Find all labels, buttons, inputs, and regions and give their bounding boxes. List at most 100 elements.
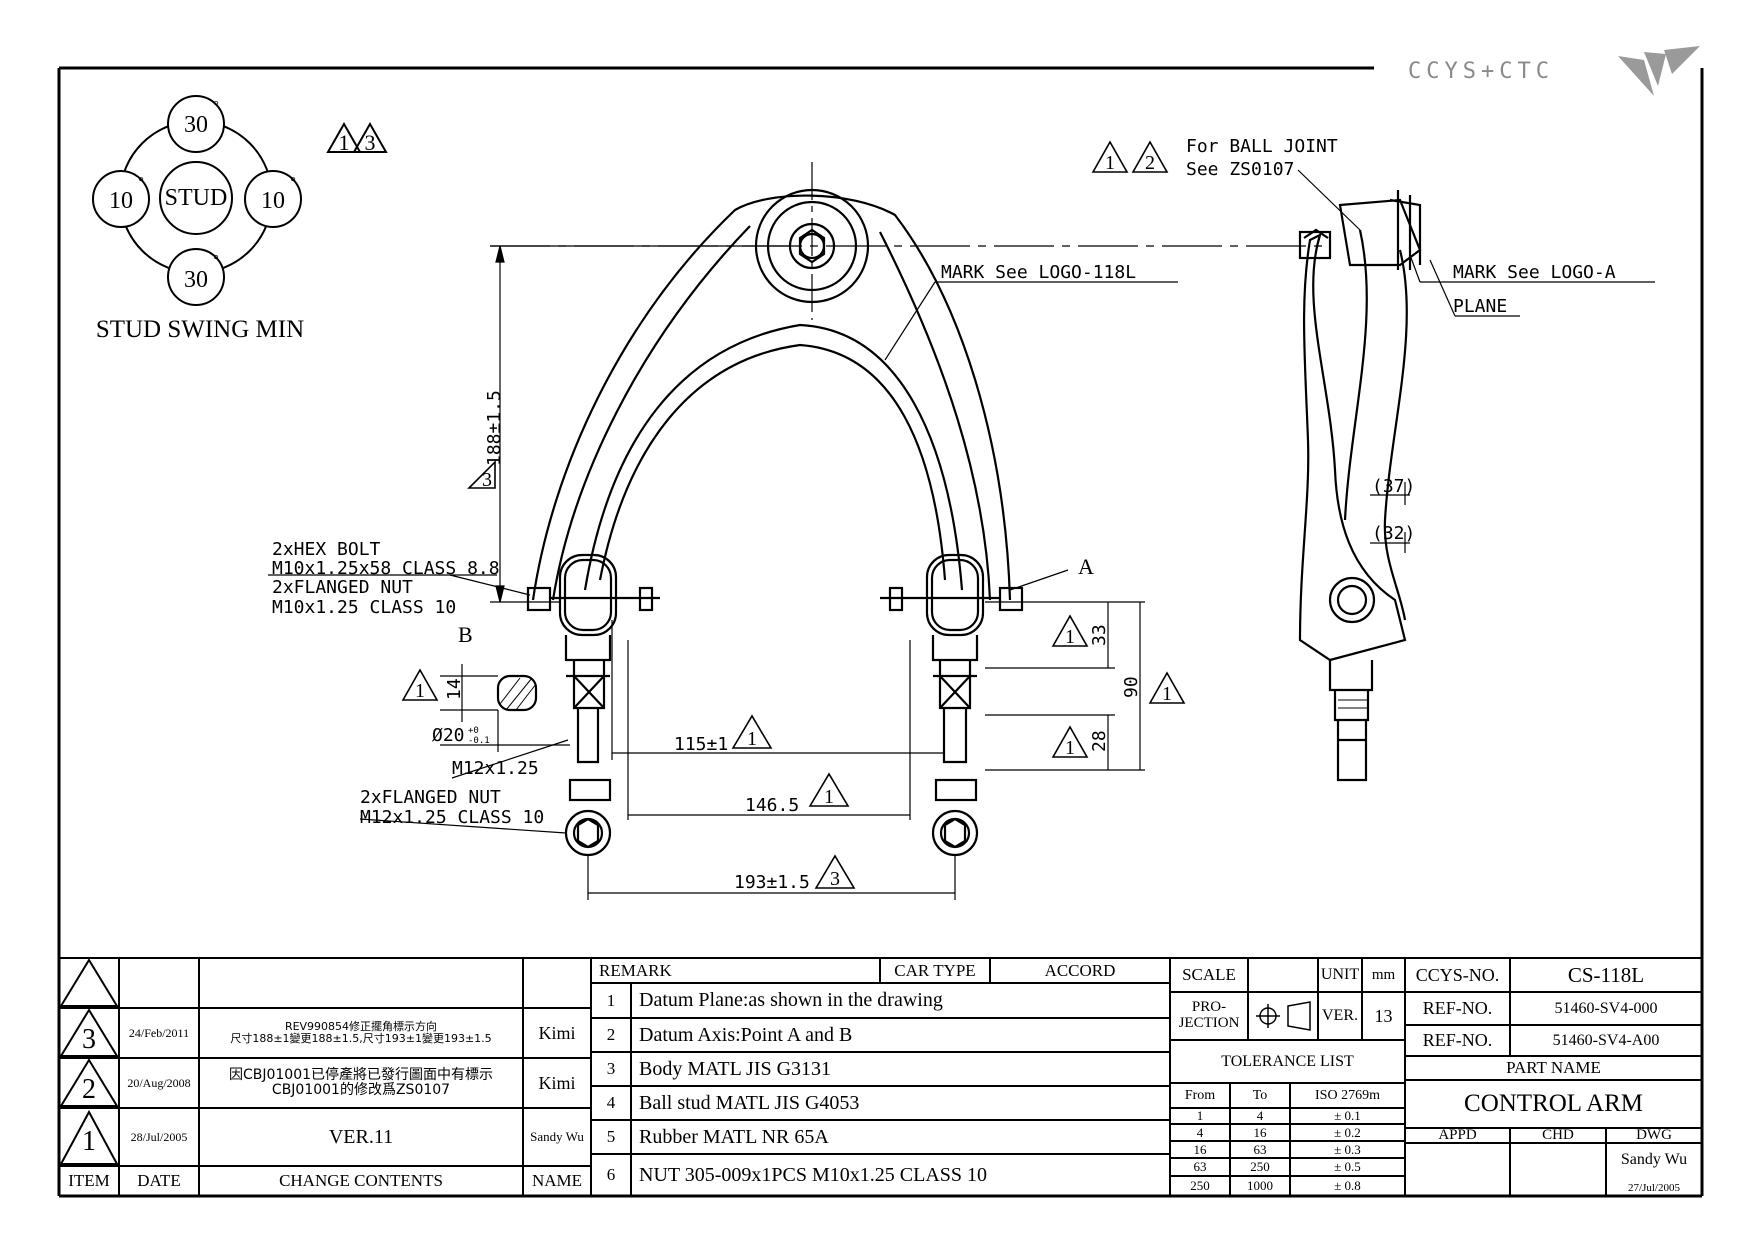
remark-text-4: Ball stud MATL JIS G4053 <box>639 1091 860 1114</box>
note-nut-m12-2: M12x1.25 CLASS 10 <box>360 807 544 828</box>
dim-115: 115±1 <box>674 734 728 755</box>
note-flanged-nut-2: M10x1.25 CLASS 10 <box>272 597 456 618</box>
rev-triangles-drawing <box>401 140 1186 889</box>
point-a-label: A <box>1078 554 1094 579</box>
unit-value: mm <box>1371 966 1396 983</box>
ball-joint-rev-1: 1 <box>1105 152 1115 174</box>
ref-label-2: REF-NO. <box>1422 1030 1493 1050</box>
rev-triangle-swing-3: 3 <box>352 121 388 155</box>
dim-90: 90 <box>1121 676 1142 698</box>
tol-from-5: 250 <box>1190 1177 1210 1193</box>
tol-value-1: ± 0.1 <box>1334 1108 1361 1123</box>
swing-right: 10 <box>261 188 285 214</box>
note-mark-side: MARK See LOGO-A <box>1453 262 1616 283</box>
logo-emblem-icon <box>1618 46 1700 96</box>
point-b-label: B <box>458 622 473 647</box>
company-logo: CCYS+CTC <box>1408 46 1700 96</box>
ref-number-1: 51460-SV4-000 <box>1554 999 1658 1017</box>
remark-text-6: NUT 305-009x1PCS M10x1.25 CLASS 10 <box>639 1163 988 1186</box>
remark-no-4: 4 <box>606 1093 616 1112</box>
note-flanged-nut-1: 2xFLANGED NUT <box>272 577 413 598</box>
degree-mark-left: ° <box>138 175 144 190</box>
rev-header-change: CHANGE CONTENTS <box>279 1171 443 1190</box>
remark-text-2: Datum Axis:Point A and B <box>639 1023 853 1046</box>
rev-header-name: NAME <box>531 1171 583 1190</box>
scale-label: SCALE <box>1182 965 1236 984</box>
ball-joint-line2: See ZS0107 <box>1186 159 1294 180</box>
note-hex-bolt-2: M10x1.25x58 CLASS 8.8 <box>272 558 500 579</box>
remark-no-6: 6 <box>606 1165 616 1184</box>
tol-to-1: 4 <box>1256 1108 1264 1123</box>
tol-header-from: From <box>1184 1087 1216 1103</box>
dim-14: 14 <box>444 678 465 700</box>
rev-name-3: Kimi <box>538 1022 576 1043</box>
rev-date-2: 20/Aug/2008 <box>127 1075 191 1090</box>
dim-188-rev: 3 <box>482 469 492 491</box>
degree-mark-top: ° <box>213 99 219 114</box>
dim-d20-tol-lo: -0.1 <box>468 736 490 746</box>
svg-text:1: 1 <box>339 130 350 155</box>
projection-label-1: PRO- <box>1191 999 1227 1016</box>
dim-28-rev: 1 <box>1065 737 1075 759</box>
part-name-label: PART NAME <box>1506 1058 1601 1077</box>
dim-d20: Ø20 <box>432 725 465 746</box>
ccys-number: CS-118L <box>1567 962 1645 987</box>
ref-number-2: 51460-SV4-A00 <box>1552 1031 1660 1049</box>
tol-header-iso: ISO 2769m <box>1315 1087 1380 1103</box>
tol-value-2: ± 0.2 <box>1334 1124 1361 1140</box>
remark-text-3: Body MATL JIS G3131 <box>639 1057 832 1080</box>
car-type-value: ACCORD <box>1044 960 1116 980</box>
swing-top: 30 <box>184 112 208 138</box>
rev-header-item: ITEM <box>68 1171 110 1190</box>
remark-text-1: Datum Plane:as shown in the drawing <box>639 989 943 1011</box>
dim-193-rev: 3 <box>830 868 840 890</box>
projection-symbol-icon <box>1256 1001 1311 1031</box>
unit-label: UNIT <box>1320 966 1360 983</box>
tol-from-4: 63 <box>1193 1159 1207 1174</box>
stud-swing-diagram <box>92 95 302 306</box>
logo-text: CCYS+CTC <box>1408 59 1554 84</box>
tol-to-4: 250 <box>1250 1159 1270 1174</box>
tol-from-2: 4 <box>1196 1124 1204 1140</box>
note-stud-thread: M12x1.25 <box>452 758 539 779</box>
tol-value-4: ± 0.5 <box>1334 1159 1361 1174</box>
dim-32: (32) <box>1372 523 1415 544</box>
tol-header-to: To <box>1252 1087 1268 1103</box>
dim-33-rev: 1 <box>1065 626 1075 648</box>
remark-header: REMARK <box>599 960 672 980</box>
revision-triangles <box>59 958 119 1165</box>
dim-188: 188±1.5 <box>484 390 505 466</box>
ccys-label: CCYS-NO. <box>1415 964 1500 985</box>
swing-bottom: 30 <box>184 267 208 293</box>
rev-triangle-swing-1: 1 <box>326 121 362 155</box>
remark-no-2: 2 <box>606 1025 616 1044</box>
dim-37: (37) <box>1372 476 1415 497</box>
rev-change-3-line1: REV990854修正擺角標示方向 <box>284 1020 438 1034</box>
dim-d20-tol-hi: +0 <box>468 726 479 736</box>
rev-item-1: 1 <box>82 1126 96 1157</box>
rev-date-3: 24/Feb/2011 <box>128 1025 190 1040</box>
dwg-label: DWG <box>1636 1128 1672 1143</box>
rev-item-2: 2 <box>82 1074 96 1105</box>
stud-swing-caption: STUD SWING MIN <box>96 316 304 343</box>
note-nut-m12-1: 2xFLANGED NUT <box>360 787 501 808</box>
tol-from-1: 1 <box>1196 1108 1204 1123</box>
drawn-by: Sandy Wu <box>1620 1151 1688 1168</box>
rev-change-2-line1: 因CBJ01001已停產將已發行圖面中有標示 <box>228 1067 494 1084</box>
rev-item-3: 3 <box>82 1024 96 1055</box>
tol-value-5: ± 0.8 <box>1334 1177 1361 1193</box>
projection-label-2: JECTION <box>1178 1015 1240 1031</box>
rev-change-3-line2: 尺寸188±1變更188±1.5,尺寸193±1變更193±1.5 <box>230 1032 492 1045</box>
rev-name-1: Sandy Wu <box>530 1129 584 1144</box>
ver-value: 13 <box>1374 1005 1393 1026</box>
rev-header-date: DATE <box>137 1171 181 1190</box>
note-mark-front: MARK See LOGO-118L <box>941 262 1136 283</box>
ball-joint-line1: For BALL JOINT <box>1186 136 1338 157</box>
rev-change-2: 因CBJ01001已停產將已發行圖面中有標示 CBJ01001的修改爲ZS010… <box>199 1058 523 1108</box>
side-dimension-lines <box>1297 169 1655 553</box>
tolerance-title: TOLERANCE LIST <box>1221 1052 1354 1070</box>
drawn-date: 27/Jul/2005 <box>1628 1181 1680 1194</box>
remark-text-5: Rubber MATL NR 65A <box>639 1125 829 1148</box>
appd-label: APPD <box>1438 1128 1477 1143</box>
